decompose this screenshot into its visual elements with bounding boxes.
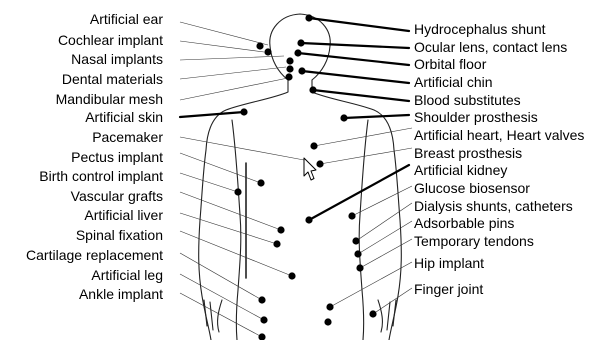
label-spinal-fixation: Spinal fixation	[76, 228, 163, 243]
label-pacemaker: Pacemaker	[92, 130, 163, 145]
label-temporary-tendons: Temporary tendons	[414, 234, 534, 249]
label-birth-control-implant: Birth control implant	[39, 169, 163, 184]
leader-dialysis-shunts	[356, 203, 412, 241]
dot-ocular-lens	[297, 39, 304, 46]
label-adsorbable-pins: Adsorbable pins	[414, 216, 514, 231]
dot-finger-joint	[369, 310, 376, 317]
leader-breast-prosthesis	[320, 148, 412, 164]
dot-artificial-kidney	[305, 216, 312, 223]
leader-spinal-fixation	[180, 231, 292, 276]
leader-dental-materials	[180, 67, 286, 79]
leader-birth-control-implant	[180, 173, 238, 192]
left-side-outline	[199, 80, 288, 340]
leader-pacemaker	[180, 137, 304, 160]
dot-artificial-skin	[240, 108, 247, 115]
label-nasal-implants: Nasal implants	[71, 52, 163, 67]
dot-birth-control-implant	[234, 188, 241, 195]
right-thumb-outline	[378, 300, 382, 332]
leader-artificial-liver	[180, 213, 277, 244]
leader-blood-substitutes	[313, 90, 409, 101]
label-glucose-biosensor: Glucose biosensor	[414, 181, 530, 196]
dot-blood-substitutes	[309, 86, 316, 93]
dot-hip-implant	[326, 303, 333, 310]
label-mandibular-mesh: Mandibular mesh	[56, 92, 163, 107]
leader-mandibular-mesh	[180, 78, 288, 100]
dot-adsorbable-pins	[354, 250, 361, 257]
leader-ocular-lens	[301, 43, 409, 48]
leader-vascular-grafts	[180, 192, 281, 230]
label-vascular-grafts: Vascular grafts	[71, 189, 163, 204]
dot-spinal-fixation	[288, 272, 295, 279]
label-dialysis-shunts: Dialysis shunts, catheters	[414, 199, 573, 214]
dot-cartilage-replacement	[258, 296, 265, 303]
label-artificial-kidney: Artificial kidney	[414, 163, 507, 178]
dot-dialysis-shunts	[352, 237, 359, 244]
leader-temporary-tendons	[360, 239, 412, 268]
leader-artificial-ear	[180, 22, 268, 45]
dot-artificial-heart	[310, 142, 317, 149]
leader-cochlear-implant	[180, 41, 264, 52]
label-shoulder-prosthesis: Shoulder prosthesis	[414, 110, 538, 125]
leader-orbital-floor	[298, 53, 409, 65]
leader-adsorbable-pins	[358, 221, 412, 254]
label-breast-prosthesis: Breast prosthesis	[414, 146, 522, 161]
label-pectus-implant: Pectus implant	[71, 150, 163, 165]
label-artificial-leg: Artificial leg	[91, 268, 163, 283]
dot-dental-materials	[286, 65, 293, 72]
label-artificial-skin: Artificial skin	[85, 110, 163, 125]
label-orbital-floor: Orbital floor	[414, 57, 486, 72]
label-dental-materials: Dental materials	[62, 72, 163, 87]
leader-shoulder-prosthesis	[344, 115, 409, 118]
label-artificial-liver: Artificial liver	[84, 208, 163, 223]
label-cartilage-replacement: Cartilage replacement	[26, 248, 163, 263]
leader-artificial-kidney	[309, 165, 409, 220]
dot-lower-leg	[258, 333, 265, 340]
dot-artificial-leg	[260, 316, 267, 323]
dot-breast-prosthesis	[316, 160, 323, 167]
dot-artificial-chin	[298, 67, 305, 74]
dot-vascular-grafts	[277, 226, 284, 233]
dot-orbital-floor	[294, 49, 301, 56]
label-artificial-heart: Artificial heart, Heart valves	[414, 128, 584, 143]
label-ankle-implant: Ankle implant	[79, 287, 163, 302]
label-finger-joint: Finger joint	[414, 282, 483, 297]
right-leader-lines	[314, 128, 412, 314]
label-hydrocephalus-shunt: Hydrocephalus shunt	[414, 22, 546, 37]
label-hip-implant: Hip implant	[414, 256, 484, 271]
leader-artificial-skin	[180, 112, 244, 117]
dot-cochlear-implant	[264, 48, 271, 55]
dot-artificial-ear	[256, 42, 263, 49]
leader-cartilage-replacement	[180, 253, 262, 300]
body-outline	[199, 14, 402, 340]
label-ocular-lens: Ocular lens, contact lens	[414, 40, 567, 55]
dot-temporary-tendons	[356, 264, 363, 271]
dot-ankle-implant	[324, 318, 331, 325]
label-cochlear-implant: Cochlear implant	[58, 33, 163, 48]
mouse-pointer-icon	[304, 158, 316, 180]
label-artificial-ear: Artificial ear	[90, 12, 163, 27]
dot-shoulder-prosthesis	[340, 114, 347, 121]
leader-artificial-heart	[314, 128, 412, 146]
dot-hydrocephalus-shunt	[305, 14, 312, 21]
dot-artificial-liver	[273, 240, 280, 247]
leader-pectus-implant	[180, 153, 261, 183]
dot-pectus-implant	[257, 179, 264, 186]
left-thumb-outline	[218, 300, 222, 332]
label-artificial-chin: Artificial chin	[414, 75, 493, 90]
dot-nasal-implants	[286, 57, 293, 64]
leader-artificial-chin	[302, 71, 409, 83]
leader-artificial-leg	[180, 274, 264, 320]
dot-glucose-biosensor	[348, 212, 355, 219]
leader-ankle-implant	[180, 293, 262, 337]
leader-nasal-implants	[180, 56, 284, 60]
label-blood-substitutes: Blood substitutes	[414, 93, 521, 108]
right-torso-outline	[359, 120, 368, 340]
left-leader-lines	[180, 22, 304, 337]
dot-mandibular-mesh	[285, 73, 292, 80]
implant-dots	[234, 14, 376, 340]
